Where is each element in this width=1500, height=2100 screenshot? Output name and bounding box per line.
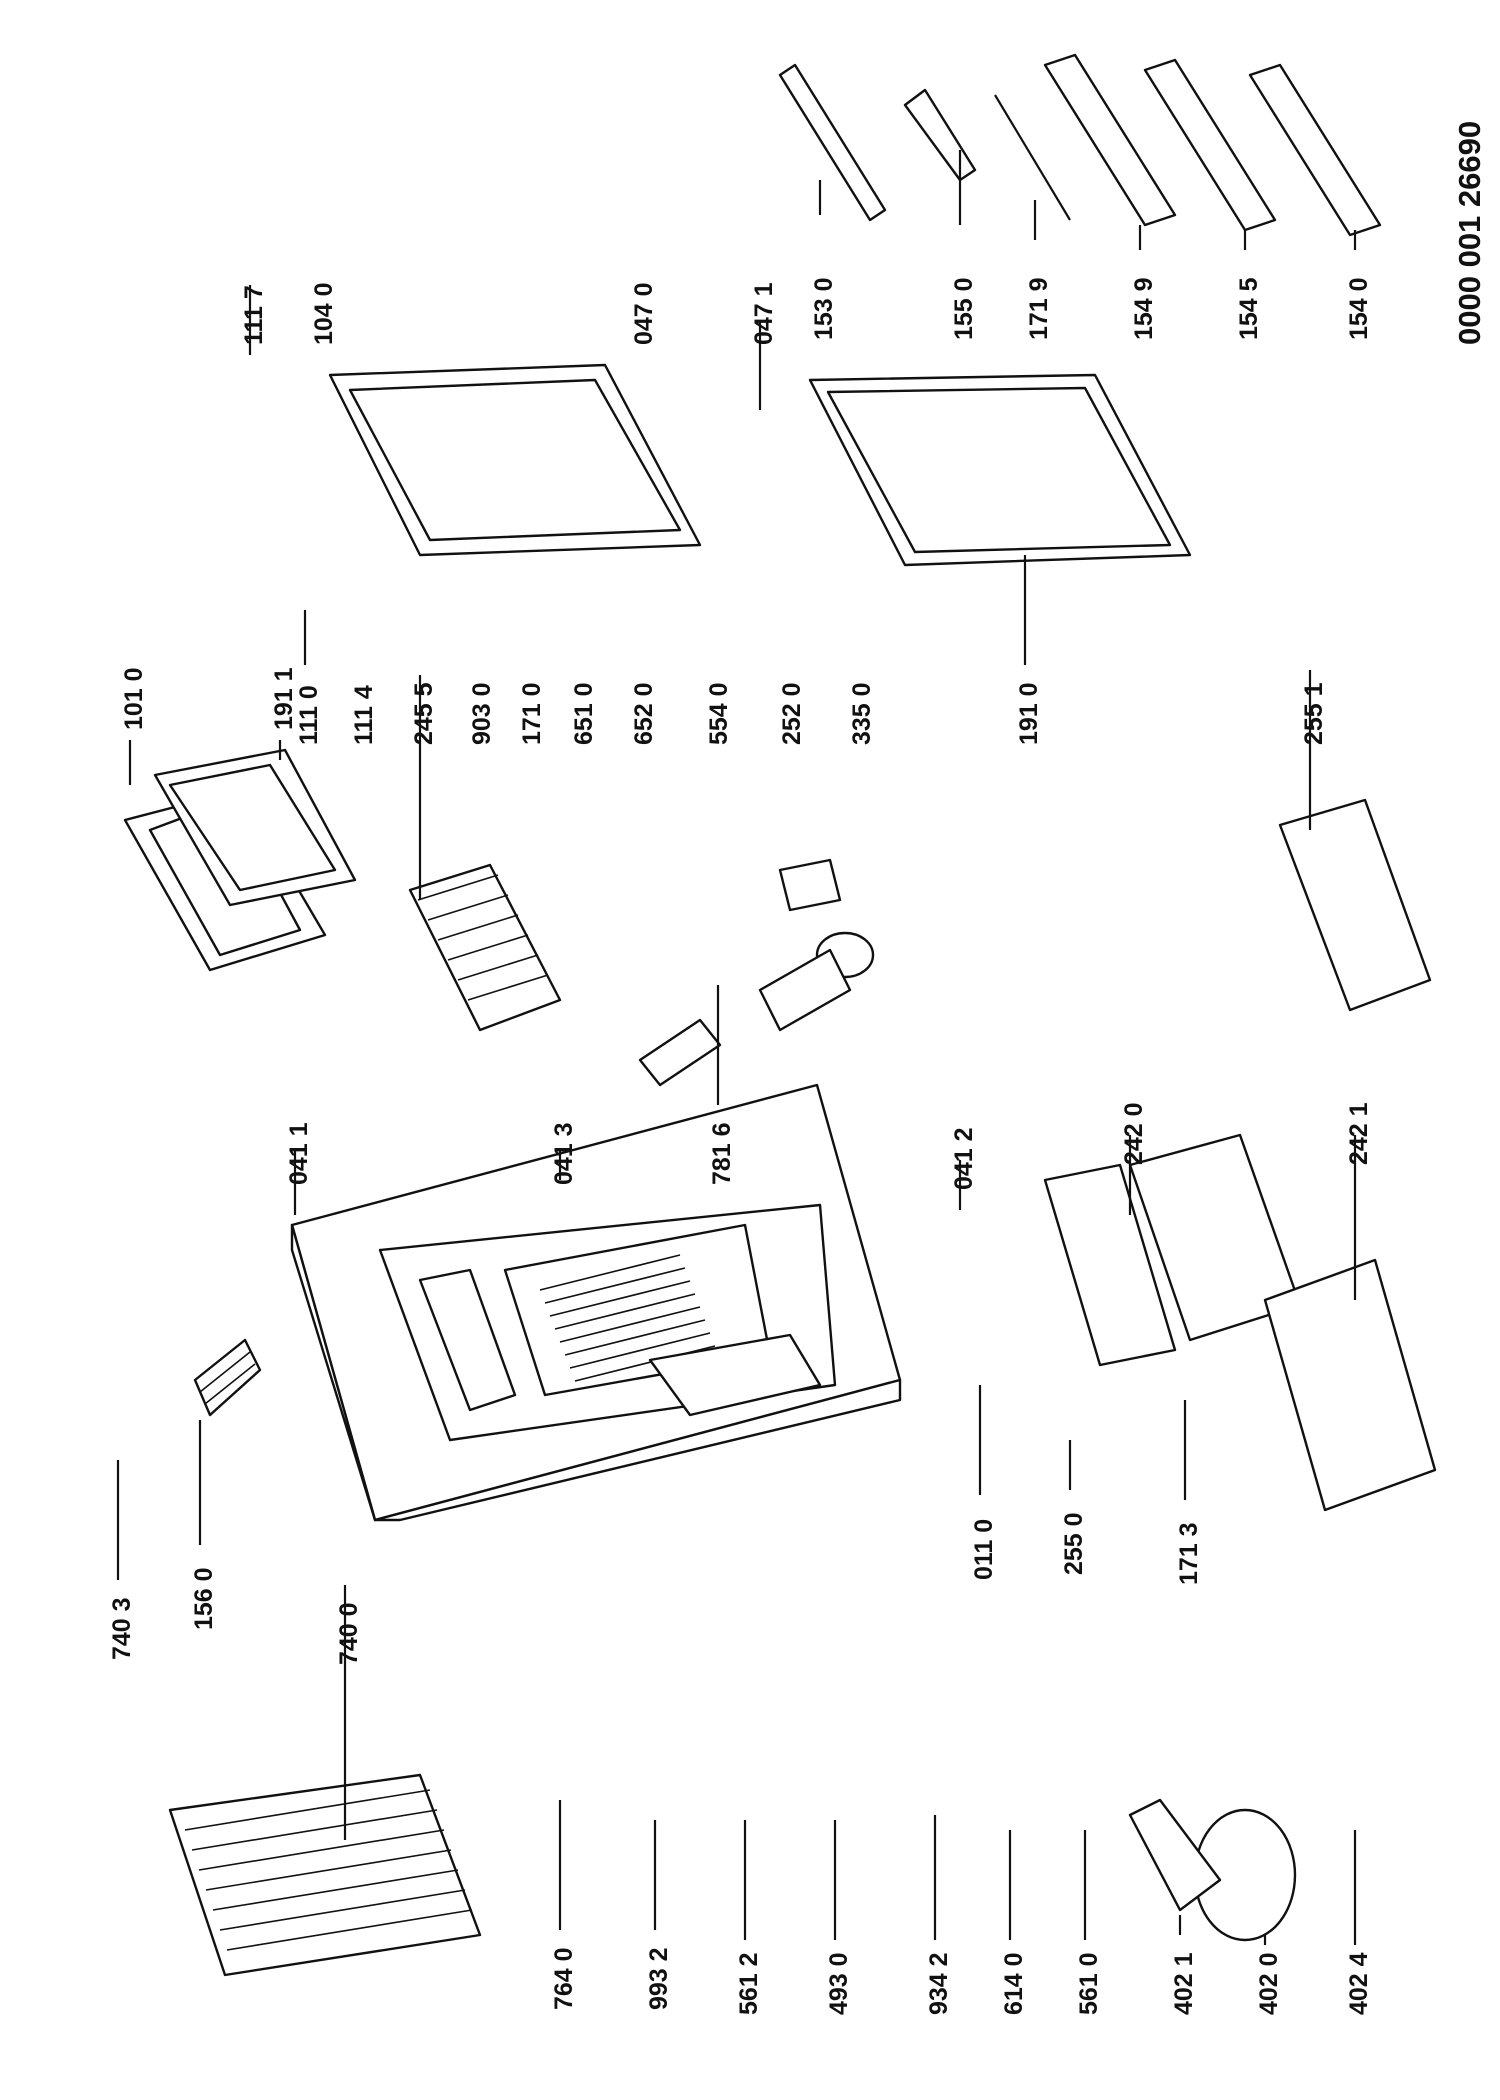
label-402-0: 402 0 xyxy=(1255,1952,1283,2015)
part-number-labels: 740 3 740 0 156 0 041 1 041 3 041 2 011 … xyxy=(108,277,1373,2015)
label-154-0: 154 0 xyxy=(1345,277,1373,340)
label-554-0: 554 0 xyxy=(705,682,733,745)
label-155-0: 155 0 xyxy=(950,277,978,340)
label-252-0: 252 0 xyxy=(778,682,806,745)
label-335-0: 335 0 xyxy=(848,682,876,745)
label-011-0: 011 0 xyxy=(970,1519,998,1580)
label-255-1: 255 1 xyxy=(1300,682,1328,745)
label-041-2: 041 2 xyxy=(950,1127,978,1190)
label-101-0: 101 0 xyxy=(120,667,148,730)
label-047-0: 047 0 xyxy=(630,282,658,345)
document-number: 0000 001 26690 xyxy=(1452,121,1487,345)
main-door xyxy=(328,363,702,557)
label-781-6: 781 6 xyxy=(708,1122,736,1185)
freezer-door-frames xyxy=(123,748,357,972)
label-171-0: 171 0 xyxy=(518,682,546,745)
label-903-0: 903 0 xyxy=(468,682,496,745)
label-740-0: 740 0 xyxy=(335,1602,363,1665)
label-652-0: 652 0 xyxy=(630,682,658,745)
label-154-5: 154 5 xyxy=(1235,277,1263,340)
label-614-0: 614 0 xyxy=(1000,1952,1028,2015)
label-255-0: 255 0 xyxy=(1060,1512,1088,1575)
label-111-7: 111 7 xyxy=(240,285,268,345)
door-gasket xyxy=(808,373,1192,567)
label-191-0: 191 0 xyxy=(1015,682,1043,745)
label-402-4: 402 4 xyxy=(1345,1952,1373,2015)
leader-lines xyxy=(116,150,1357,1945)
label-047-1: 047 1 xyxy=(750,282,778,345)
label-561-2: 561 2 xyxy=(735,1952,763,2015)
label-041-3: 041 3 xyxy=(550,1122,578,1185)
label-402-1: 402 1 xyxy=(1170,1952,1198,2015)
compressor-assembly xyxy=(1128,1798,1297,1942)
label-171-3: 171 3 xyxy=(1175,1522,1203,1585)
condenser-grid xyxy=(168,1773,482,1977)
label-156-0: 156 0 xyxy=(190,1567,218,1630)
label-242-1: 242 1 xyxy=(1345,1102,1373,1165)
freezer-shelf-wire xyxy=(408,863,562,1032)
label-651-0: 651 0 xyxy=(570,682,598,745)
thermostat-parts xyxy=(638,858,875,1087)
label-041-1: 041 1 xyxy=(285,1122,313,1185)
refrigerator-cabinet xyxy=(290,1083,902,1522)
label-153-0: 153 0 xyxy=(810,277,838,340)
freezer-rack xyxy=(193,1338,262,1417)
label-245-5: 245 5 xyxy=(410,682,438,745)
crisper-drawers xyxy=(1043,798,1437,1512)
door-balconies xyxy=(778,53,1382,237)
label-561-0: 561 0 xyxy=(1075,1952,1103,2015)
label-191-1: 191 1 xyxy=(270,667,298,730)
label-171-9: 171 9 xyxy=(1025,277,1053,340)
label-111-0: 111 0 xyxy=(295,685,323,745)
label-934-2: 934 2 xyxy=(925,1952,953,2015)
label-764-0: 764 0 xyxy=(550,1947,578,2010)
label-154-9: 154 9 xyxy=(1130,277,1158,340)
label-993-2: 993 2 xyxy=(645,1947,673,2010)
label-242-0: 242 0 xyxy=(1120,1102,1148,1165)
label-740-3: 740 3 xyxy=(108,1597,136,1660)
label-493-0: 493 0 xyxy=(825,1952,853,2015)
label-104-0: 104 0 xyxy=(310,282,338,345)
label-111-4: 111 4 xyxy=(350,685,378,745)
